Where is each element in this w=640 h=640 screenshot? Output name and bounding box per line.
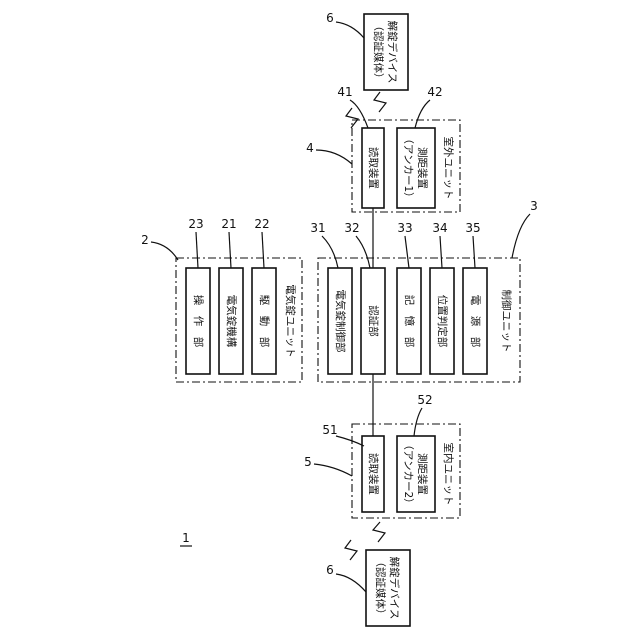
ref-23: 23 [188,217,203,231]
ref-34: 34 [432,221,447,235]
ref-3: 3 [530,199,538,213]
unlock-device-bottom-sublabel: （認証媒体） [374,557,387,620]
outdoor-reader-label: 読取装置 [367,147,380,189]
electric-lock-unit: 操 作 部 電気錠機構 駆 動 部 電気錠ユニット 2 23 21 22 [141,217,302,382]
ref-6-top: 6 [326,11,334,25]
ref-21: 21 [221,217,236,231]
lock-mechanism-label: 電気錠機構 [225,295,238,348]
unlock-device-top-sublabel: （認証媒体） [372,21,385,84]
ref-42: 42 [427,85,442,99]
unlock-device-bottom: 解錠デバイス （認証媒体） 6 [326,550,410,626]
ref-41: 41 [337,85,352,99]
outdoor-unit-label: 室外ユニット [442,137,455,200]
ref-31: 31 [310,221,325,235]
ref-5: 5 [304,455,312,469]
indoor-unit: 読取装置 測距装置 （アンカー2） 室内ユニット 51 52 5 [304,393,460,518]
ref-33: 33 [397,221,412,235]
drive-label: 駆 動 部 [258,295,271,348]
indoor-distance-label: 測距装置 [416,453,429,495]
indoor-distance-sublabel: （アンカー2） [402,439,414,508]
indoor-reader-label: 読取装置 [367,453,380,495]
position-label: 位置判定部 [436,295,449,348]
memory-label: 記 憶 部 [403,295,416,348]
ref-32: 32 [344,221,359,235]
indoor-unit-label: 室内ユニット [442,443,455,506]
ref-22: 22 [254,217,269,231]
unlock-device-bottom-label: 解錠デバイス [388,557,401,620]
ref-52: 52 [417,393,432,407]
auth-label: 認証部 [367,305,380,337]
lock-control-label: 電気錠制御部 [334,290,347,353]
lock-unit-label: 電気錠ユニット [284,284,297,358]
ref-35: 35 [465,221,480,235]
figure-number: 1 [182,531,190,545]
ref-4: 4 [306,141,314,155]
unlock-device-bottom-box [366,550,410,626]
unlock-device-top-label: 解錠デバイス [386,21,399,84]
outdoor-distance-label: 測距装置 [416,147,429,189]
outdoor-distance-sublabel: （アンカー1） [402,133,414,202]
control-unit: 電気錠制御部 認証部 記 憶 部 位置判定部 電 源 部 制御ユニット 3 31… [310,199,537,382]
ref-6-bottom: 6 [326,563,334,577]
unlock-device-top: 解錠デバイス （認証媒体） 6 [326,11,408,90]
ref-2: 2 [141,233,149,247]
unlock-device-top-box [364,14,408,90]
outdoor-unit: 読取装置 測距装置 （アンカー1） 室外ユニット 41 42 4 [306,85,460,212]
control-unit-label: 制御ユニット [500,290,513,353]
operation-label: 操 作 部 [192,295,205,348]
ref-51: 51 [322,423,337,437]
power-label: 電 源 部 [469,295,482,348]
